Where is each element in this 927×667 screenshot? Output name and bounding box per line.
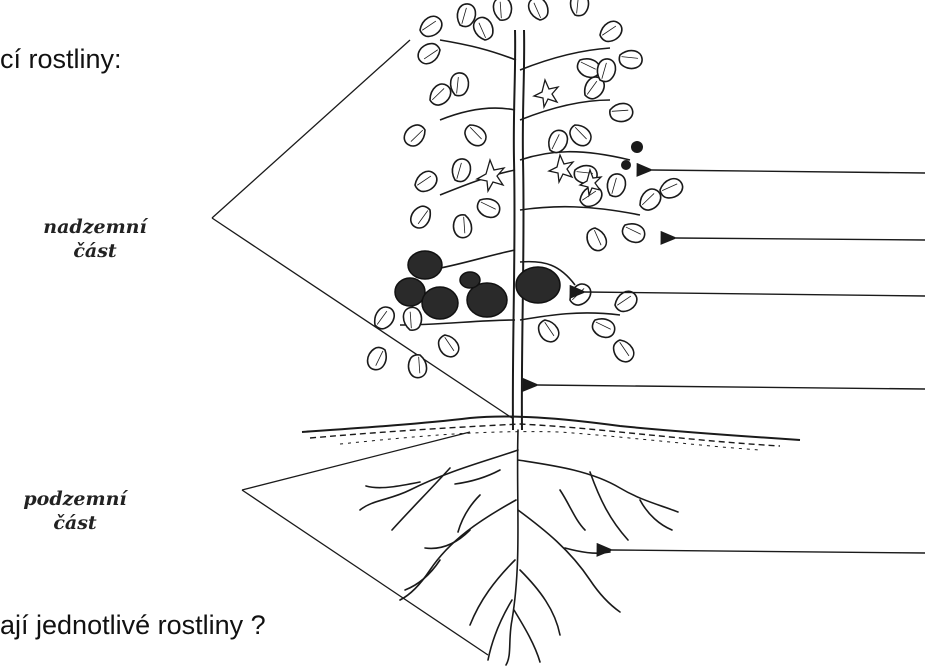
roots (360, 430, 678, 665)
stem (513, 30, 524, 430)
buds (621, 141, 643, 170)
arrow-flower (652, 170, 925, 173)
ground-surface (302, 416, 800, 450)
arrow-leaf (676, 238, 925, 240)
arrow-root (612, 550, 925, 553)
pointer-arrows (538, 170, 925, 553)
arrow-stem (538, 385, 925, 389)
